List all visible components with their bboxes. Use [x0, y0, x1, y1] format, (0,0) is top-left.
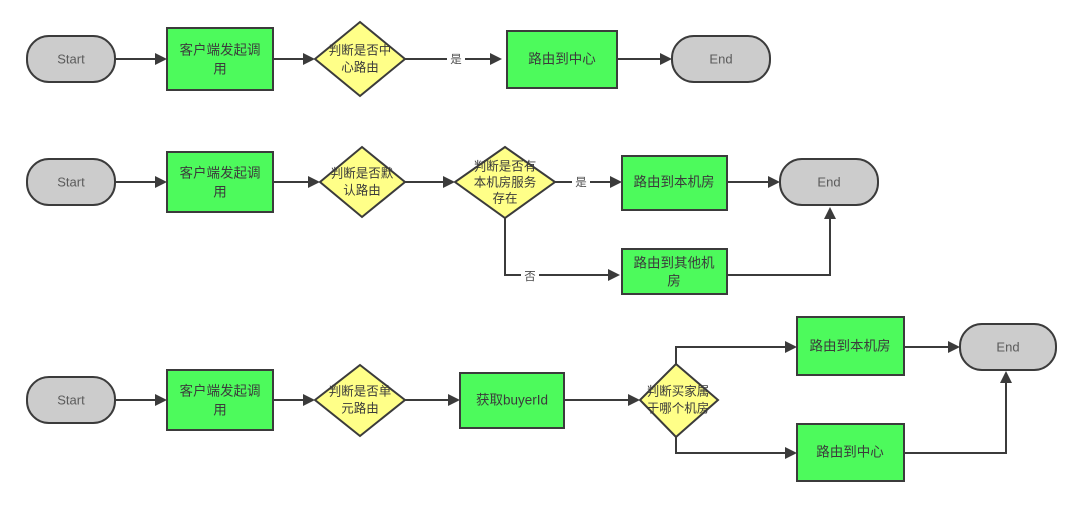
node-r3-route-to-center-label: 路由到中心 — [816, 445, 884, 460]
edge-r3-start-to-client — [115, 394, 167, 406]
node-r2-has-local-idc-label-line2: 本机房服务 — [474, 174, 537, 189]
node-r2-route-to-local-idc[interactable]: 路由到本机房 — [621, 155, 728, 211]
node-r2-end[interactable]: End — [779, 158, 879, 206]
edge-r1-route-to-end — [617, 53, 672, 65]
node-r3-route-to-local-idc-label: 路由到本机房 — [810, 339, 891, 354]
node-r1-end[interactable]: End — [671, 35, 771, 83]
node-r2-has-local-idc[interactable]: 判断是否有 本机房服务 存在 — [453, 145, 557, 220]
node-r3-which-idc[interactable]: 判断买家属 于哪个机房 — [638, 362, 720, 439]
edge-r3-buyer-to-decision2 — [564, 394, 640, 406]
node-r2-end-label: End — [817, 174, 840, 189]
node-r3-client-call-label-line1: 客户端发起调 — [180, 383, 261, 399]
node-r1-route-to-center-label: 路由到中心 — [528, 52, 596, 67]
node-r3-end-label: End — [996, 339, 1019, 354]
node-r3-get-buyer-id-label: 获取buyerId — [476, 393, 548, 408]
edge-r3-local-to-end — [904, 341, 960, 353]
edge-r2-decision2-no-to-other: 否 — [504, 218, 620, 283]
node-r2-has-local-idc-label-line3: 存在 — [492, 191, 517, 205]
node-r3-end[interactable]: End — [959, 323, 1057, 371]
edge-r3-decision2-to-local — [675, 341, 797, 364]
node-r2-has-local-idc-label-line1: 判断是否有 — [474, 158, 537, 173]
node-r3-route-to-local-idc[interactable]: 路由到本机房 — [796, 316, 905, 376]
node-r2-client-call[interactable]: 客户端发起调 用 — [166, 151, 274, 213]
node-r2-route-to-other-idc-label-line1: 路由到其他机 — [634, 256, 715, 271]
edge-r1-decision-yes-to-route: 是 — [405, 51, 502, 67]
node-r3-is-unit-route-label-line2: 元路由 — [341, 400, 379, 415]
edge-r3-center-to-end — [904, 371, 1012, 454]
node-r1-start-label: Start — [57, 51, 85, 66]
node-r3-is-unit-route-label-line1: 判断是否单 — [329, 383, 392, 398]
node-r3-get-buyer-id[interactable]: 获取buyerId — [459, 372, 565, 429]
node-r1-is-center-route-label-line2: 心路由 — [341, 59, 379, 74]
node-r3-which-idc-label-line1: 判断买家属 — [647, 383, 710, 398]
edge-label-r2-yes: 是 — [575, 176, 587, 189]
node-r2-route-to-other-idc[interactable]: 路由到其他机 房 — [621, 248, 728, 295]
edge-r1-start-to-client — [115, 53, 167, 65]
edge-r3-client-to-decision1 — [273, 394, 315, 406]
node-r2-client-call-label-line2: 用 — [213, 185, 227, 200]
edge-r2-decision2-yes-to-local: 是 — [555, 174, 622, 190]
node-r2-start-label: Start — [57, 174, 85, 189]
edge-r3-decision1-to-buyer — [405, 394, 460, 406]
edge-r2-client-to-decision1 — [273, 176, 320, 188]
node-r1-route-to-center[interactable]: 路由到中心 — [506, 30, 618, 89]
node-r2-route-to-other-idc-label-line2: 房 — [667, 274, 681, 289]
node-r1-client-call-label-line1: 客户端发起调 — [180, 42, 261, 58]
edge-r3-decision2-to-center — [675, 437, 797, 459]
row-center-routing: 是 Start 客户端发起调 用 判断是否中 心路由 — [26, 20, 771, 98]
node-r1-is-center-route[interactable]: 判断是否中 心路由 — [313, 20, 407, 98]
node-r3-client-call-label-line2: 用 — [213, 403, 227, 418]
node-r3-which-idc-label-line2: 于哪个机房 — [647, 400, 710, 415]
row-default-routing: 是 否 Start — [26, 145, 879, 295]
node-r3-route-to-center[interactable]: 路由到中心 — [796, 423, 905, 482]
node-r1-start[interactable]: Start — [26, 35, 116, 83]
node-r1-client-call[interactable]: 客户端发起调 用 — [166, 27, 274, 91]
edge-r2-other-to-end — [727, 207, 836, 276]
node-r3-start-label: Start — [57, 392, 85, 407]
node-r2-start[interactable]: Start — [26, 158, 116, 206]
node-r2-route-to-local-idc-label: 路由到本机房 — [634, 175, 715, 190]
node-r3-client-call[interactable]: 客户端发起调 用 — [166, 369, 274, 431]
edge-r2-local-to-end — [727, 176, 780, 188]
node-r3-is-unit-route[interactable]: 判断是否单 元路由 — [313, 363, 407, 438]
node-r3-start[interactable]: Start — [26, 376, 116, 424]
edge-r1-client-to-decision — [273, 53, 315, 65]
node-r2-is-default-route[interactable]: 判断是否默 认路由 — [318, 145, 407, 219]
node-r2-is-default-route-label-line1: 判断是否默 — [331, 165, 394, 180]
node-r1-client-call-label-line2: 用 — [213, 62, 227, 77]
edge-r2-start-to-client — [115, 176, 167, 188]
node-r1-end-label: End — [709, 51, 732, 66]
node-r1-is-center-route-label-line1: 判断是否中 — [329, 42, 392, 57]
row-unit-routing: Start 客户端发起调 用 判断是否单 元路由 获取buyerId — [26, 316, 1057, 482]
edge-label-r2-no: 否 — [524, 271, 536, 283]
node-r2-client-call-label-line1: 客户端发起调 — [180, 165, 261, 181]
edge-label-yes: 是 — [450, 53, 462, 66]
node-r2-is-default-route-label-line2: 认路由 — [343, 182, 381, 197]
edge-r2-decision1-to-decision2 — [405, 176, 455, 188]
